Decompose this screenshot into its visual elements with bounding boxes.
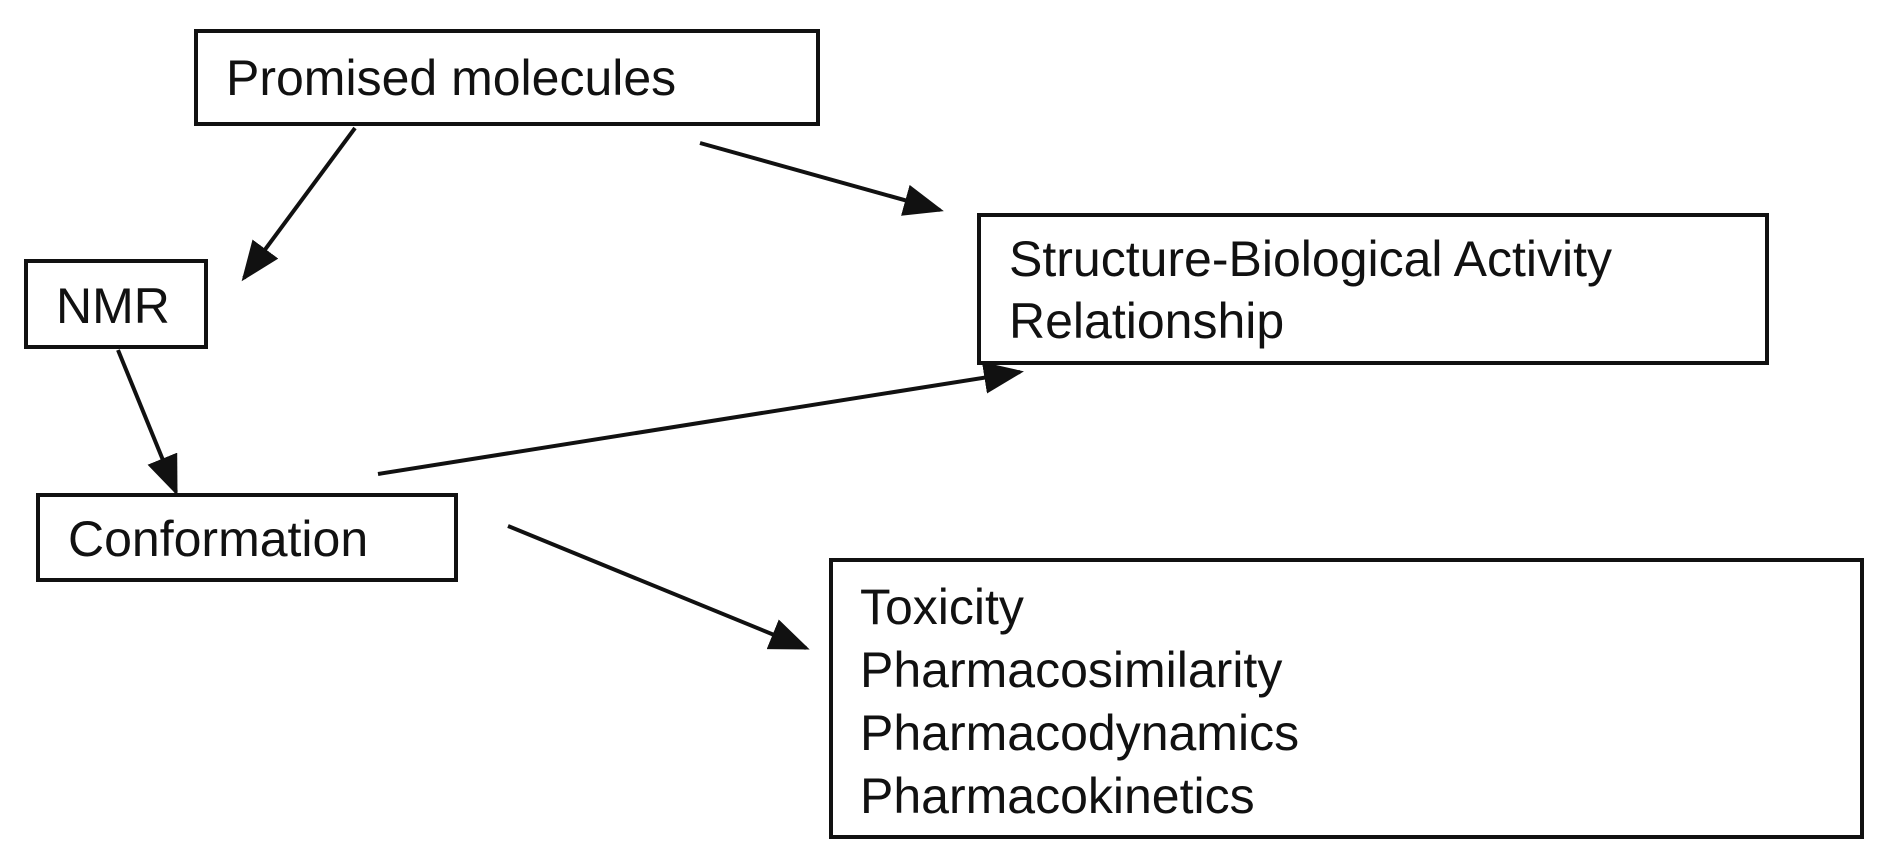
arrow-nmr-to-conformation <box>116 349 178 496</box>
node-conformation: Conformation <box>36 493 458 582</box>
arrow-promised-to-nmr <box>241 126 357 282</box>
node-label-line-2: Relationship <box>1009 293 1285 349</box>
node-label: Promised molecules <box>226 50 677 106</box>
node-pharmacological-properties: Toxicity Pharmacosimilarity Pharmacodyna… <box>829 558 1864 839</box>
property-pharmacosimilarity: Pharmacosimilarity <box>860 642 1283 698</box>
property-pharmacodynamics: Pharmacodynamics <box>860 705 1300 761</box>
node-label: NMR <box>56 278 170 334</box>
arrow-conformation-to-sar <box>377 361 1024 476</box>
node-label: Conformation <box>68 511 369 567</box>
node-structure-activity-relationship: Structure-Biological Activity Relationsh… <box>977 213 1769 365</box>
arrow-promised-to-sar <box>699 141 944 216</box>
property-pharmacokinetics: Pharmacokinetics <box>860 768 1255 824</box>
property-toxicity: Toxicity <box>860 579 1024 635</box>
node-promised-molecules: Promised molecules <box>194 29 820 126</box>
node-nmr: NMR <box>24 259 208 349</box>
arrow-conformation-to-props <box>507 524 810 650</box>
node-label-line-1: Structure-Biological Activity <box>1009 231 1613 287</box>
